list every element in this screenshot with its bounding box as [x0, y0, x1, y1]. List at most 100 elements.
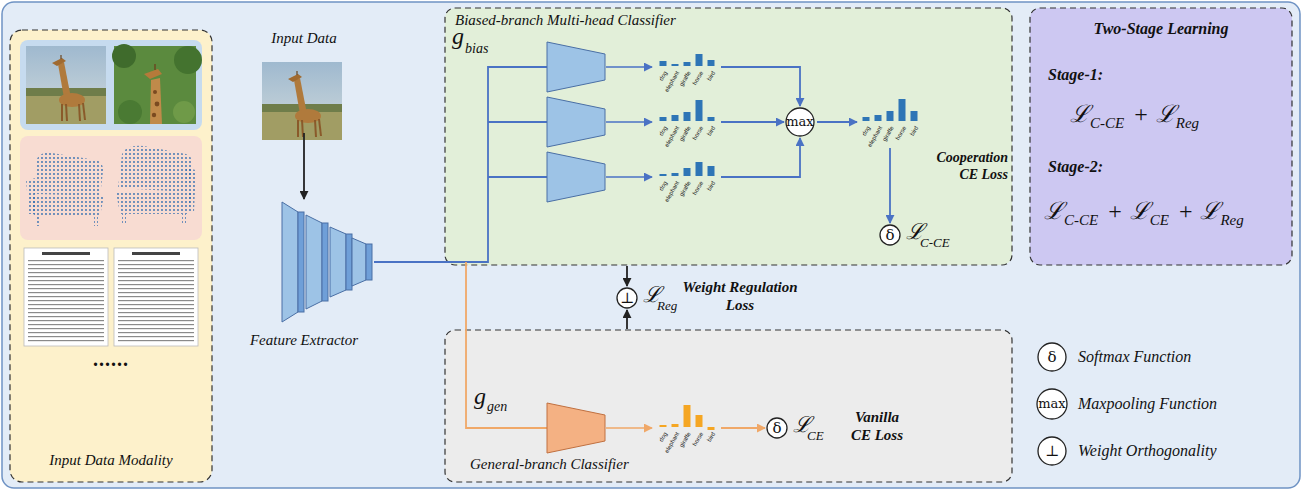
- formula-text: ℒ: [1070, 100, 1090, 128]
- class-label: giraffe: [679, 180, 692, 197]
- formula-text: C-CE: [1064, 212, 1098, 228]
- operator-symbol: δ: [879, 224, 901, 246]
- input-image: Input Data: [254, 30, 354, 132]
- class-label: giraffe: [679, 125, 692, 142]
- formula-text: Stage-1:: [1048, 66, 1103, 83]
- bar-chart: [655, 152, 719, 182]
- formula-text: C-CE: [1090, 115, 1124, 131]
- chart-bar: [863, 117, 870, 121]
- chart-bar: [684, 168, 691, 176]
- logit-chart: dogelephantgiraffehorsebird: [858, 97, 922, 147]
- class-label: bird: [706, 180, 716, 192]
- node-text: General-branch Classifier: [470, 456, 629, 473]
- chart-bar: [696, 162, 703, 176]
- formula-line: ℒC-CE+ℒReg: [1070, 96, 1201, 132]
- formula-text: Reg: [1220, 212, 1243, 228]
- modality-panel: ...... Input Data Modality: [10, 30, 212, 482]
- chart-bar: [708, 427, 715, 430]
- bar-chart: [655, 42, 719, 72]
- chart-bar: [899, 99, 906, 121]
- class-label: horse: [691, 180, 704, 196]
- formula-text: ℒ: [1200, 197, 1220, 225]
- formula-text: ℒ: [1156, 100, 1176, 128]
- formula-text: ℒ: [1044, 197, 1064, 225]
- class-label: horse: [691, 431, 704, 447]
- chart-bar: [696, 54, 703, 66]
- class-label: dog: [658, 431, 668, 443]
- legend-symbol: δ: [1036, 345, 1068, 369]
- chart-bar: [708, 60, 715, 66]
- class-label: dog: [658, 125, 668, 137]
- class-label: horse: [691, 70, 704, 86]
- branch-subscript: bias: [465, 42, 488, 56]
- loss-subscript: Reg: [657, 299, 677, 312]
- class-label: bird: [706, 70, 716, 82]
- formula-line: ℒC-CE+ℒCE+ℒReg: [1044, 193, 1246, 229]
- formula-text: Reg: [1176, 115, 1199, 131]
- circle-shape: [767, 418, 787, 438]
- legend-symbol: max: [1034, 392, 1070, 416]
- chart-bar: [708, 117, 715, 121]
- flow-arrow: [626, 310, 628, 329]
- legend-symbol: ⊥: [1036, 439, 1068, 463]
- formula-text: +: [1179, 198, 1193, 224]
- legend-text: Softmax Function: [1078, 347, 1191, 367]
- circle-shape: [786, 108, 814, 136]
- class-label: dog: [861, 125, 871, 137]
- biased-branch-panel: Biased-branch Multi-head Classifier dogel…: [445, 8, 1012, 265]
- formula-line: Two-Stage Learning: [1030, 20, 1292, 38]
- branch-subscript: gen: [487, 400, 507, 414]
- class-label: bird: [706, 125, 716, 137]
- loss-subscript: CE: [807, 429, 824, 442]
- node-text: ......: [10, 348, 212, 371]
- loss-name: Vanilla CE Loss: [845, 408, 909, 444]
- class-label: bird: [706, 431, 716, 443]
- orthogonality-circle: ⊥: [616, 287, 638, 309]
- logit-chart: dogelephantgiraffehorsebird: [655, 403, 719, 453]
- loss-name: Weight Regulation Loss: [680, 278, 800, 314]
- formula-text: ℒ: [1130, 197, 1150, 225]
- class-label: dog: [658, 70, 668, 82]
- flow-arrow: [303, 133, 305, 199]
- circle-shape: [617, 288, 637, 308]
- bar-chart: [655, 403, 719, 433]
- formula-text: Stage-2:: [1048, 158, 1103, 175]
- operator-symbol: max: [785, 107, 815, 137]
- chart-bar: [684, 62, 691, 66]
- class-label: horse: [691, 125, 704, 141]
- chart-bar: [887, 111, 894, 121]
- flow-arrow: [721, 138, 800, 177]
- formula-text: Two-Stage Learning: [1094, 20, 1229, 37]
- node-text: Feature Extractor: [244, 332, 364, 349]
- class-label: bird: [909, 125, 919, 137]
- node-text: Input Data Modality: [10, 452, 212, 469]
- chart-bar: [875, 115, 882, 121]
- class-label: horse: [894, 125, 907, 141]
- logit-chart: dogelephantgiraffehorsebird: [655, 42, 719, 92]
- logit-chart: dogelephantgiraffehorsebird: [655, 97, 719, 147]
- two-stage-panel: Two-Stage LearningStage-1:ℒC-CE+ℒRegStag…: [1030, 8, 1292, 265]
- chart-bar: [672, 424, 679, 427]
- formula-line: Stage-1:: [1048, 66, 1103, 84]
- class-label: giraffe: [882, 125, 895, 142]
- chart-bar: [672, 64, 679, 66]
- class-label: dog: [658, 180, 668, 192]
- chart-bar: [911, 111, 918, 121]
- logit-chart: dogelephantgiraffehorsebird: [655, 152, 719, 202]
- chart-bar: [672, 115, 679, 121]
- flow-arrow: [889, 148, 891, 223]
- chart-bar: [660, 174, 667, 176]
- class-label: giraffe: [679, 70, 692, 87]
- flow-arrow: [721, 121, 784, 123]
- general-branch-panel: General-branch Classifier dogelephantgira…: [445, 330, 1012, 482]
- flow-arrow: [721, 67, 800, 106]
- node-text: Biased-branch Multi-head Classifier: [455, 12, 676, 29]
- bar-chart: [858, 97, 922, 127]
- flow-arrow: [721, 427, 765, 429]
- flow-arrow: [817, 121, 857, 123]
- chart-bar: [660, 61, 667, 66]
- branch-symbol: g: [474, 384, 486, 408]
